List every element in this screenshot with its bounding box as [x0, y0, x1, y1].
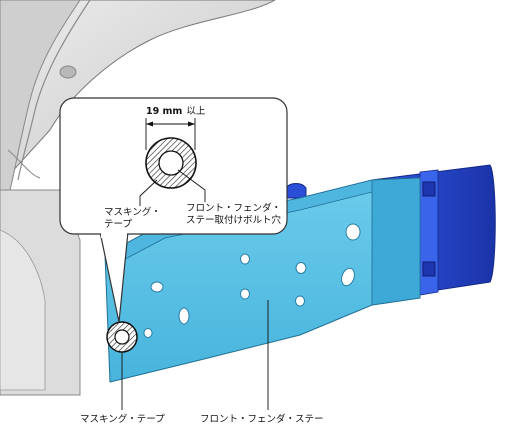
frame-clip-top: [422, 181, 436, 197]
body-arch: [0, 0, 81, 191]
callout-tape-label-2: テープ: [104, 219, 132, 230]
front-fender-stay-label: フロント・フェンダ・ステー: [200, 413, 324, 425]
enlarged-bolt-hole: [158, 150, 184, 176]
bottom-annotations: マスキング・テープ フロント・フェンダ・ステー: [80, 300, 324, 425]
frame-clip-bottom: [422, 261, 436, 277]
stay-hole: [345, 223, 361, 241]
stay-right-flange: [371, 177, 421, 306]
masking-tape-label: マスキング・テープ: [80, 413, 165, 425]
frame-small-part: [285, 183, 307, 199]
stay-hole: [178, 307, 190, 325]
stay-hole: [295, 295, 305, 307]
stay-hole: [150, 281, 164, 293]
body-rib: [7, 149, 41, 179]
dimension-arrow-left: [146, 121, 153, 127]
stay-hole: [240, 288, 250, 300]
dimension-arrow-right: [188, 121, 195, 127]
bolt-hole-leader: [177, 169, 206, 202]
callout-bolt-label: フロント・フェンダ・: [186, 202, 281, 214]
vehicle-body: [0, 0, 276, 396]
masking-tape-on-hole: [106, 321, 138, 353]
body-arch-edge: [17, 0, 91, 181]
lower-body-detail: [0, 229, 46, 391]
stay-hole: [240, 253, 250, 265]
body-hole: [59, 65, 77, 79]
tape-hole: [114, 329, 130, 345]
callout-bolt-label-2: ステー取付けボルト穴: [186, 214, 282, 226]
stay-hole: [341, 267, 355, 287]
tape-leader: [139, 179, 158, 206]
callout-tape-label: マスキング・: [104, 206, 161, 218]
stay-hole: [295, 262, 307, 274]
stay-hole: [143, 328, 153, 338]
